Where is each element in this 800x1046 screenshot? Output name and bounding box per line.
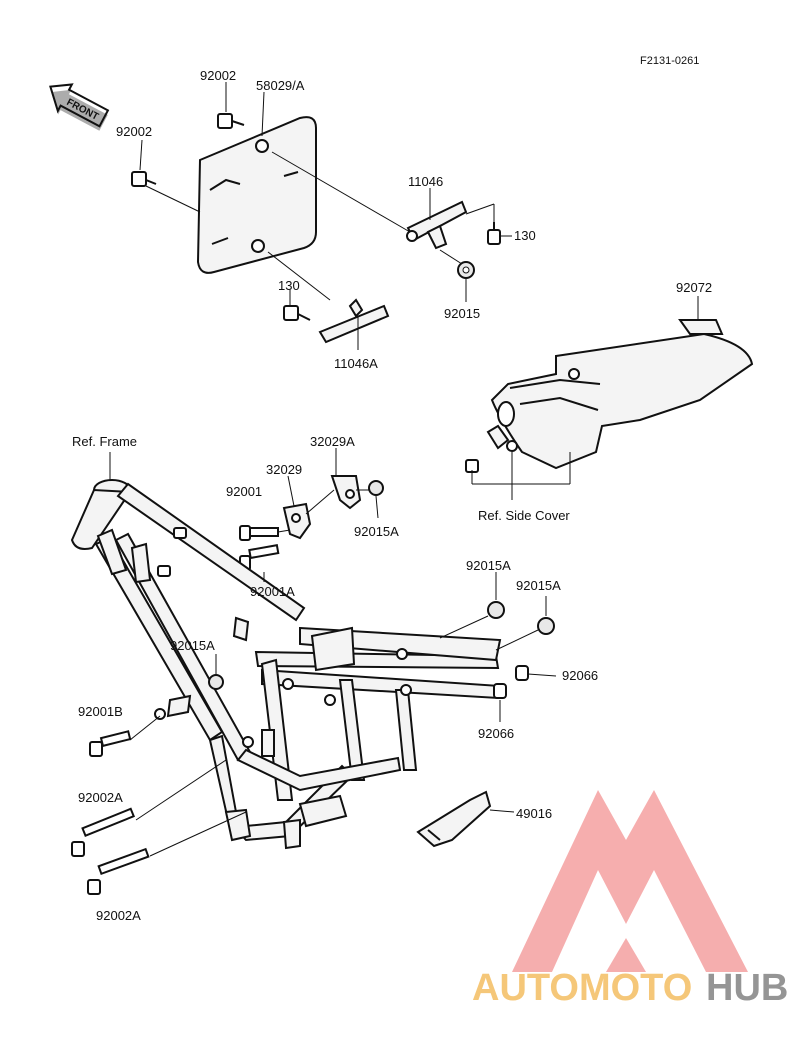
bolt-130-right [487,222,501,245]
bolt-92001 [239,525,279,541]
bolt-92002-top [217,113,245,129]
label-11046: 11046 [408,174,443,189]
label-92001: 92001 [226,484,262,499]
cap-92066-mid [493,683,507,699]
label-92015A-left: 92015A [170,638,215,653]
nut-92015A-right2 [537,617,555,635]
mounting-plate [196,116,317,274]
bolt-92002-left [131,171,157,187]
label-92002A-lower: 92002A [96,908,141,923]
label-49016: 49016 [516,806,552,821]
label-92015: 92015 [444,306,480,321]
nut-92015 [457,261,475,279]
label-92002-top: 92002 [200,68,236,83]
bracket-32029 [282,502,312,540]
diagram-code: F2131-0261 [640,55,699,67]
label-11046A: 11046A [334,356,378,371]
watermark-text-part2: HUB [706,967,788,1009]
label-32029: 32029 [266,462,302,477]
bracket-11046 [406,200,468,250]
cap-92066-right [515,665,529,681]
label-130-right: 130 [514,228,536,243]
label-92072: 92072 [676,280,712,295]
label-92066-mid: 92066 [478,726,514,741]
nut-92015A-upper [368,480,384,496]
bolt-130-left [283,305,311,321]
nut-92015A-left [208,674,224,690]
label-92001B: 92001B [78,704,123,719]
bolt-92002A-lower [87,847,150,895]
label-130-left: 130 [278,278,300,293]
front-arrow-icon: FRONT [49,83,110,131]
bolt-92002A-upper [71,807,136,857]
side-cover [465,332,754,473]
leader-lines [109,82,699,857]
bolt-92001B [89,730,132,757]
watermark-text-part1: AUTOMOTO [472,967,692,1009]
label-92015A-right2: 92015A [516,578,561,593]
label-92001A: 92001A [250,584,295,599]
label-ref-frame: Ref. Frame [72,434,137,449]
motorcycle-frame [70,479,502,850]
label-ref-side-cover: Ref. Side Cover [478,508,570,523]
bracket-11046A [318,298,390,344]
label-92002-left: 92002 [116,124,152,139]
label-32029A: 32029A [310,434,355,449]
nut-92015A-right1 [487,601,505,619]
label-58029A: 58029/A [256,78,305,93]
label-92015A-upper: 92015A [354,524,399,539]
guard-49016 [416,790,492,848]
clip-92072 [678,319,724,335]
label-92002A-upper: 92002A [78,790,123,805]
automotohub-logo [512,790,748,972]
bracket-32029A [330,475,362,510]
label-92066-right: 92066 [562,668,598,683]
label-92015A-right1: 92015A [466,558,511,573]
